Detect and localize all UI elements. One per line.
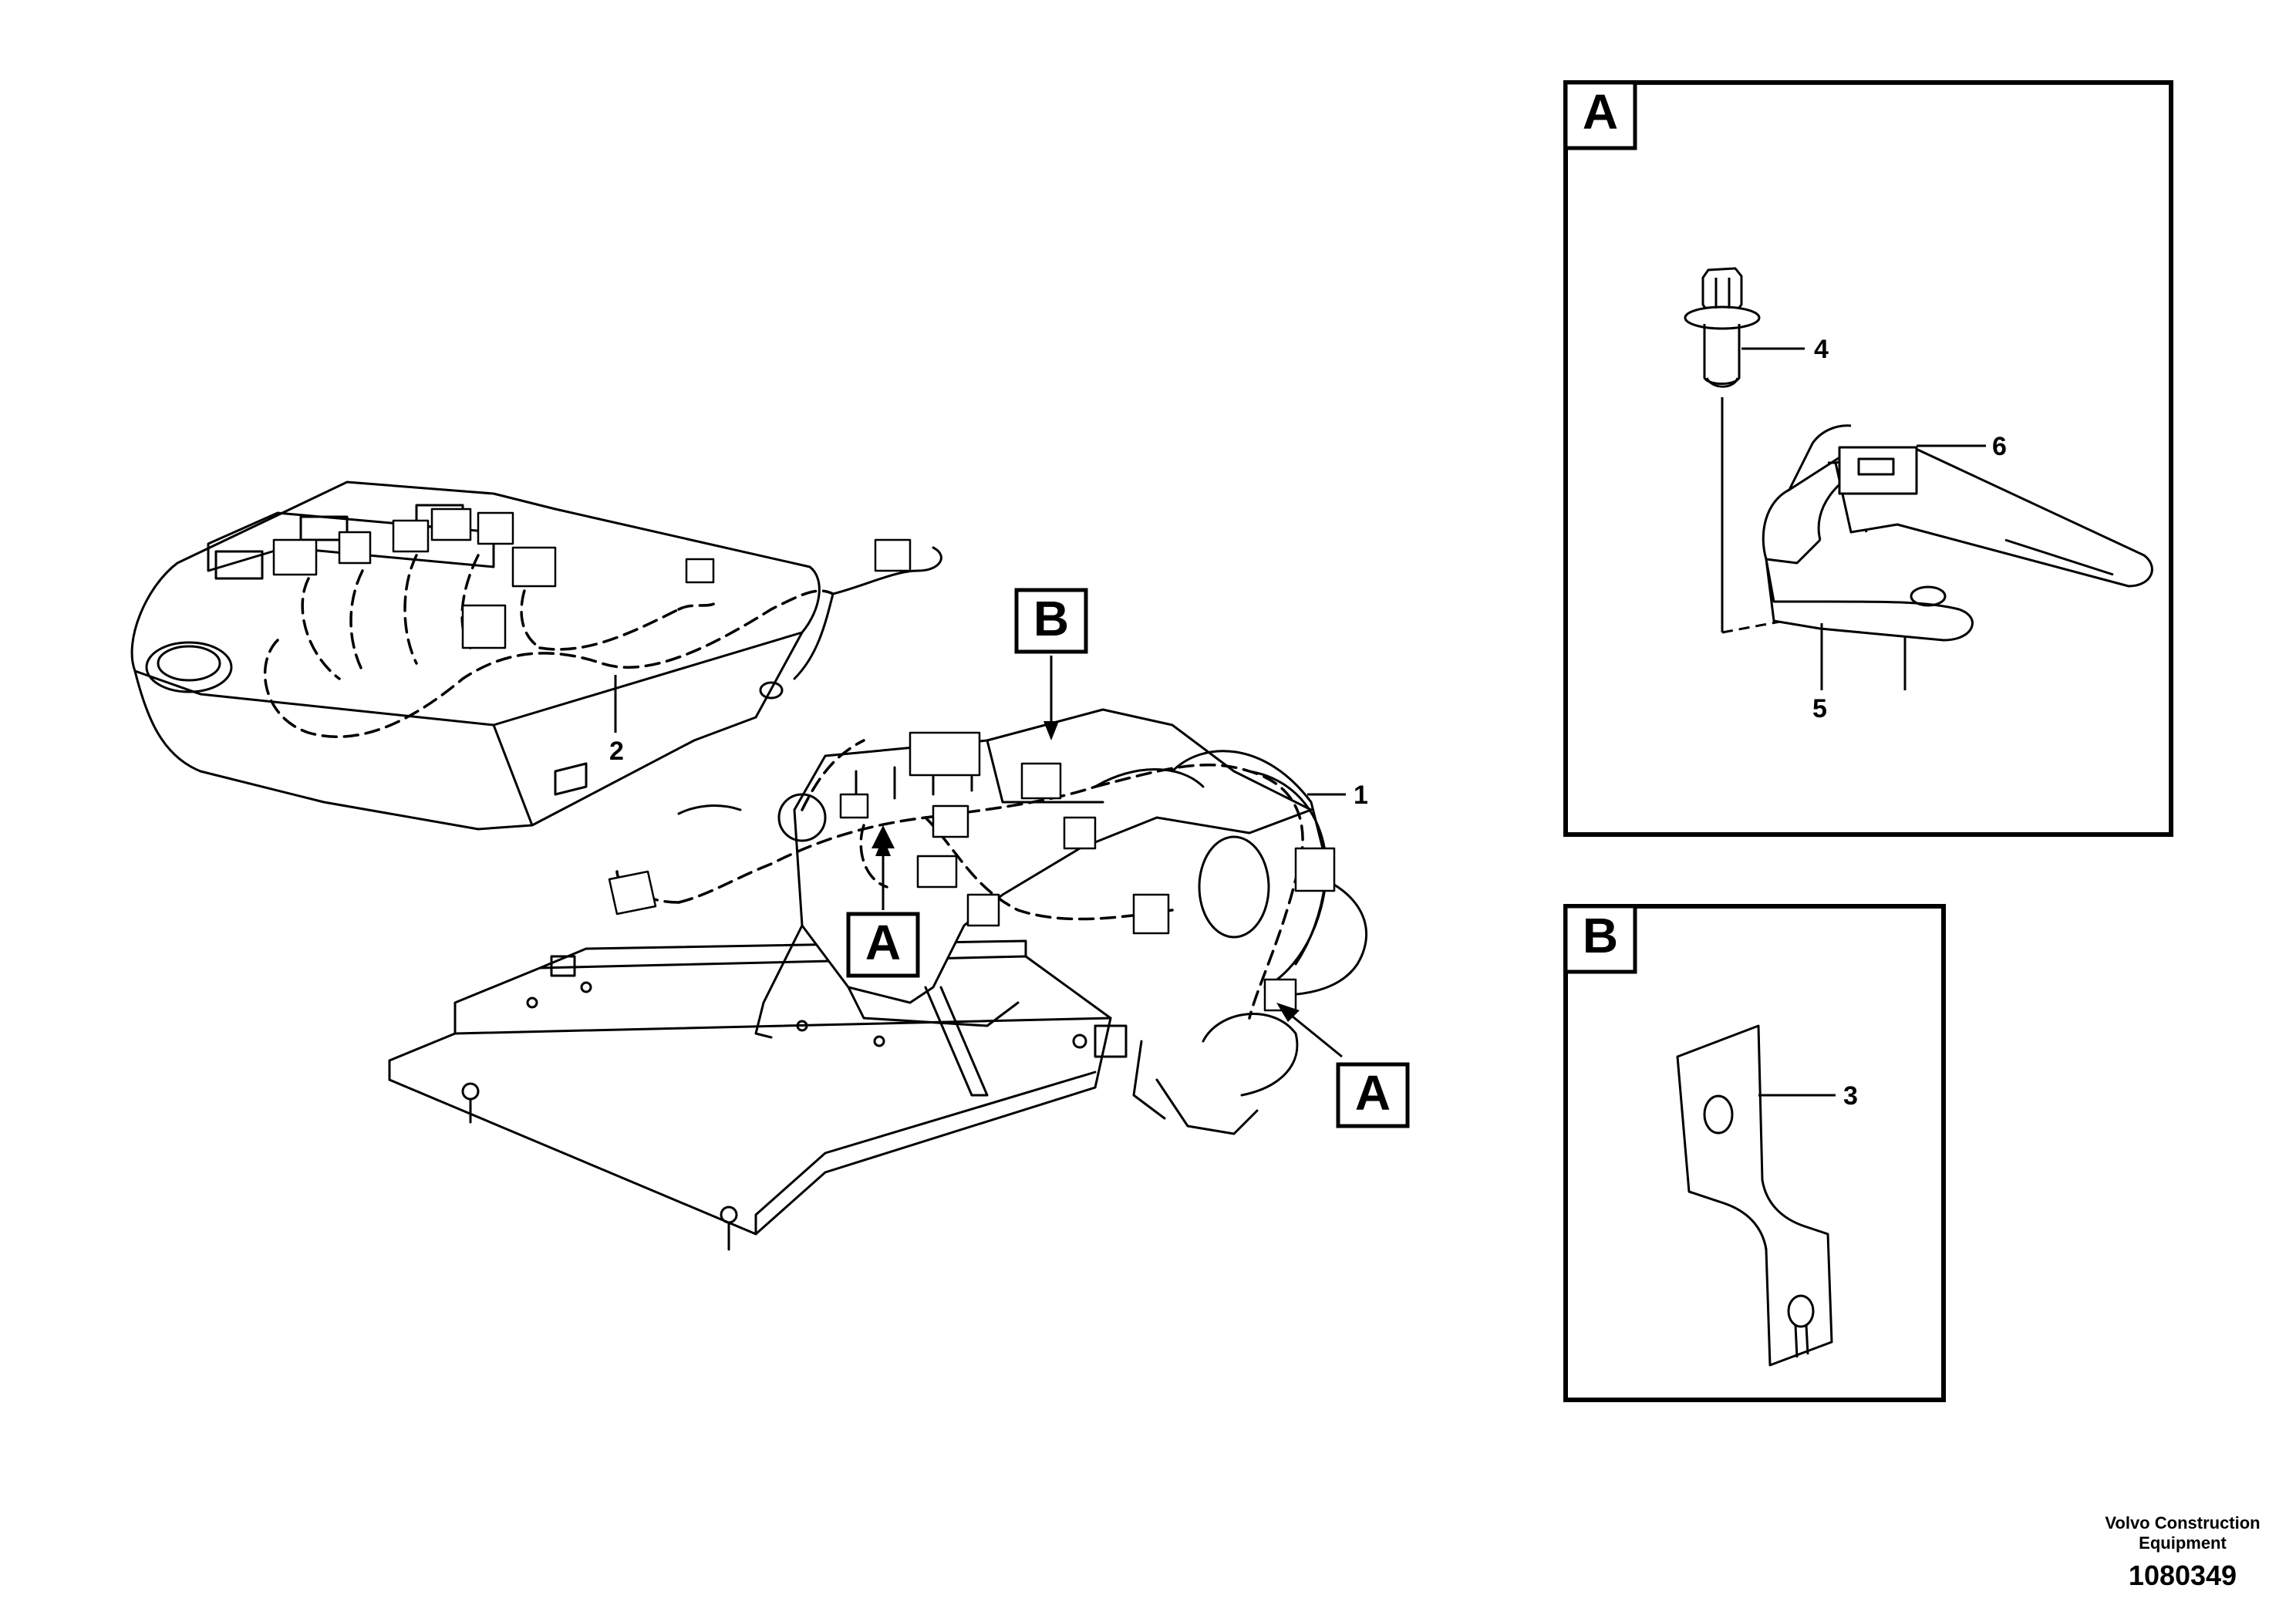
credit-line-2: Equipment — [2139, 1533, 2227, 1553]
detail-a-title: A — [1583, 84, 1618, 140]
callout-4: 4 — [1814, 335, 1829, 364]
callout-2: 2 — [609, 737, 624, 766]
floor-plate — [388, 939, 1112, 1251]
view-ref-b-label: B — [1033, 591, 1069, 646]
wire-harness-2-solid — [793, 546, 942, 680]
callout-1: 1 — [1354, 781, 1368, 810]
view-ref-a-left: A — [846, 912, 920, 978]
view-ref-b: B — [1014, 588, 1088, 654]
bracket-part — [1676, 1024, 1836, 1367]
callout-3: 3 — [1843, 1081, 1858, 1111]
seat-console — [754, 708, 1313, 1097]
bolt-part — [1684, 267, 1761, 388]
tie-strap-part — [1834, 446, 2153, 588]
wire-harness-1 — [615, 739, 1304, 1020]
arm-pod — [1094, 750, 1328, 1135]
side-panel — [130, 481, 821, 831]
detail-b-panel: B 3 — [1563, 904, 1946, 1402]
connectors — [272, 508, 1336, 1012]
credit-block: Volvo Construction Equipment 1080349 — [2105, 1513, 2260, 1591]
view-ref-a-right-label: A — [1355, 1065, 1391, 1121]
drawing-number: 1080349 — [2129, 1560, 2237, 1591]
callout-6: 6 — [1992, 432, 2007, 461]
main-assembly — [130, 481, 1367, 1251]
credit-line-1: Volvo Construction — [2105, 1513, 2260, 1533]
leader-arrows — [875, 721, 1300, 1022]
detail-a-panel: A — [1563, 80, 2173, 837]
view-ref-a-left-label: A — [865, 915, 901, 970]
detail-b-title: B — [1583, 908, 1618, 963]
callout-5: 5 — [1812, 694, 1827, 723]
view-ref-a-right: A — [1336, 1062, 1410, 1128]
